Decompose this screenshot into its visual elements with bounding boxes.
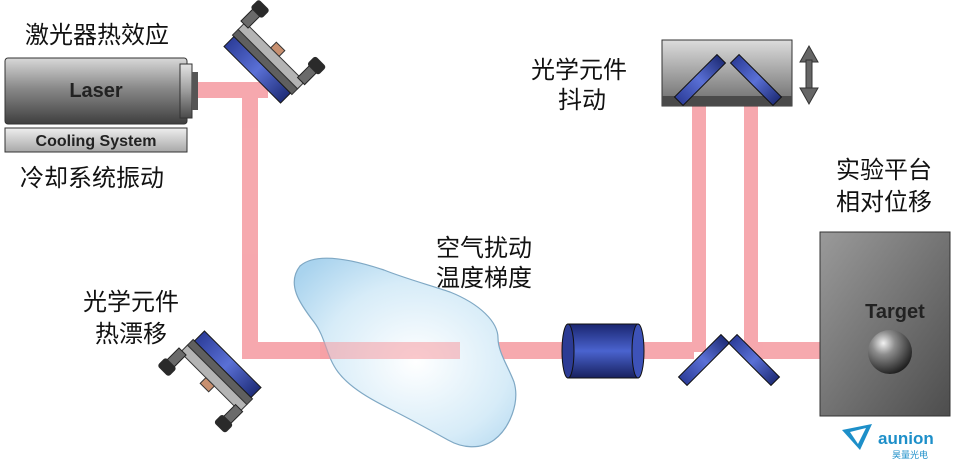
beam-vertical-right-b: [744, 82, 758, 352]
laser-label: Laser: [69, 80, 123, 102]
mirror-mount-bottom-left: [158, 330, 262, 433]
target-platform: Target: [819, 231, 951, 417]
target-label: Target: [865, 301, 925, 323]
beam-vertical-right-a: [692, 82, 706, 352]
label-optic-jitter-2: 抖动: [558, 86, 606, 114]
label-cooling-vibration: 冷却系统振动: [20, 164, 164, 192]
cooling-system-box: [4, 127, 188, 153]
target-sphere: [868, 330, 912, 374]
label-optic-drift-2: 热漂移: [95, 320, 167, 348]
cooling-system-label: Cooling System: [36, 133, 157, 150]
label-platform-1: 实验平台: [836, 156, 932, 184]
mirror-mount-top-left: [223, 0, 326, 104]
label-air-2: 温度梯度: [436, 264, 532, 292]
label-air-1: 空气扰动: [436, 234, 532, 262]
label-laser-thermal: 激光器热效应: [25, 21, 169, 49]
cylindrical-optic: [561, 323, 645, 379]
aunion-logo: aunion 昊量光电: [842, 424, 934, 461]
logo-name: aunion: [878, 429, 934, 448]
label-optic-drift-1: 光学元件: [83, 288, 179, 316]
label-platform-2: 相对位移: [836, 188, 932, 216]
beam-vertical-left: [242, 90, 258, 352]
translation-stage-top-right: [661, 39, 793, 107]
label-optic-jitter-1: 光学元件: [531, 56, 627, 84]
laser-unit: Laser Cooling System: [4, 57, 198, 153]
double-arrow-icon: [799, 44, 819, 106]
logo-subtitle: 昊量光电: [892, 449, 928, 461]
beam-to-target: [744, 342, 834, 359]
laser-beam-path: [190, 80, 834, 359]
v-mirror-bottom: [677, 333, 781, 387]
